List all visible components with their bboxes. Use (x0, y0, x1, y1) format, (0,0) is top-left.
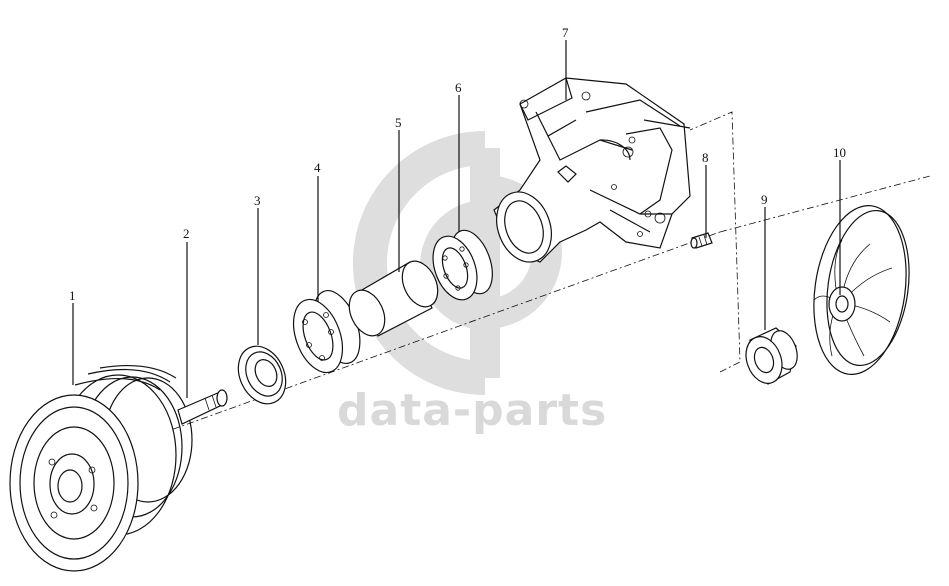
impeller-part (813, 204, 910, 376)
bearing-part-4 (292, 290, 361, 374)
callout-3: 3 (254, 193, 261, 208)
seal-ring-part (237, 345, 287, 405)
callout-8: 8 (702, 150, 709, 165)
callout-6: 6 (455, 80, 462, 95)
callout-1: 1 (69, 288, 76, 303)
callout-9: 9 (761, 192, 768, 207)
callout-10: 10 (833, 145, 846, 160)
water-seal-part (745, 327, 798, 385)
bolt-part (690, 232, 713, 249)
centerline-right (719, 175, 931, 233)
shaft-part (177, 389, 228, 425)
watermark-text: data-parts (337, 385, 607, 436)
callout-2: 2 (183, 226, 190, 241)
callout-5: 5 (395, 115, 402, 130)
leader-lines (72, 40, 841, 398)
callout-4: 4 (314, 160, 321, 175)
callout-7: 7 (562, 25, 569, 40)
assembly-bracket-outline (689, 111, 741, 373)
pulley-part (9, 364, 193, 572)
pump-housing-part (493, 77, 691, 263)
sleeve-part (348, 260, 439, 337)
bearing-part-6 (432, 229, 493, 301)
